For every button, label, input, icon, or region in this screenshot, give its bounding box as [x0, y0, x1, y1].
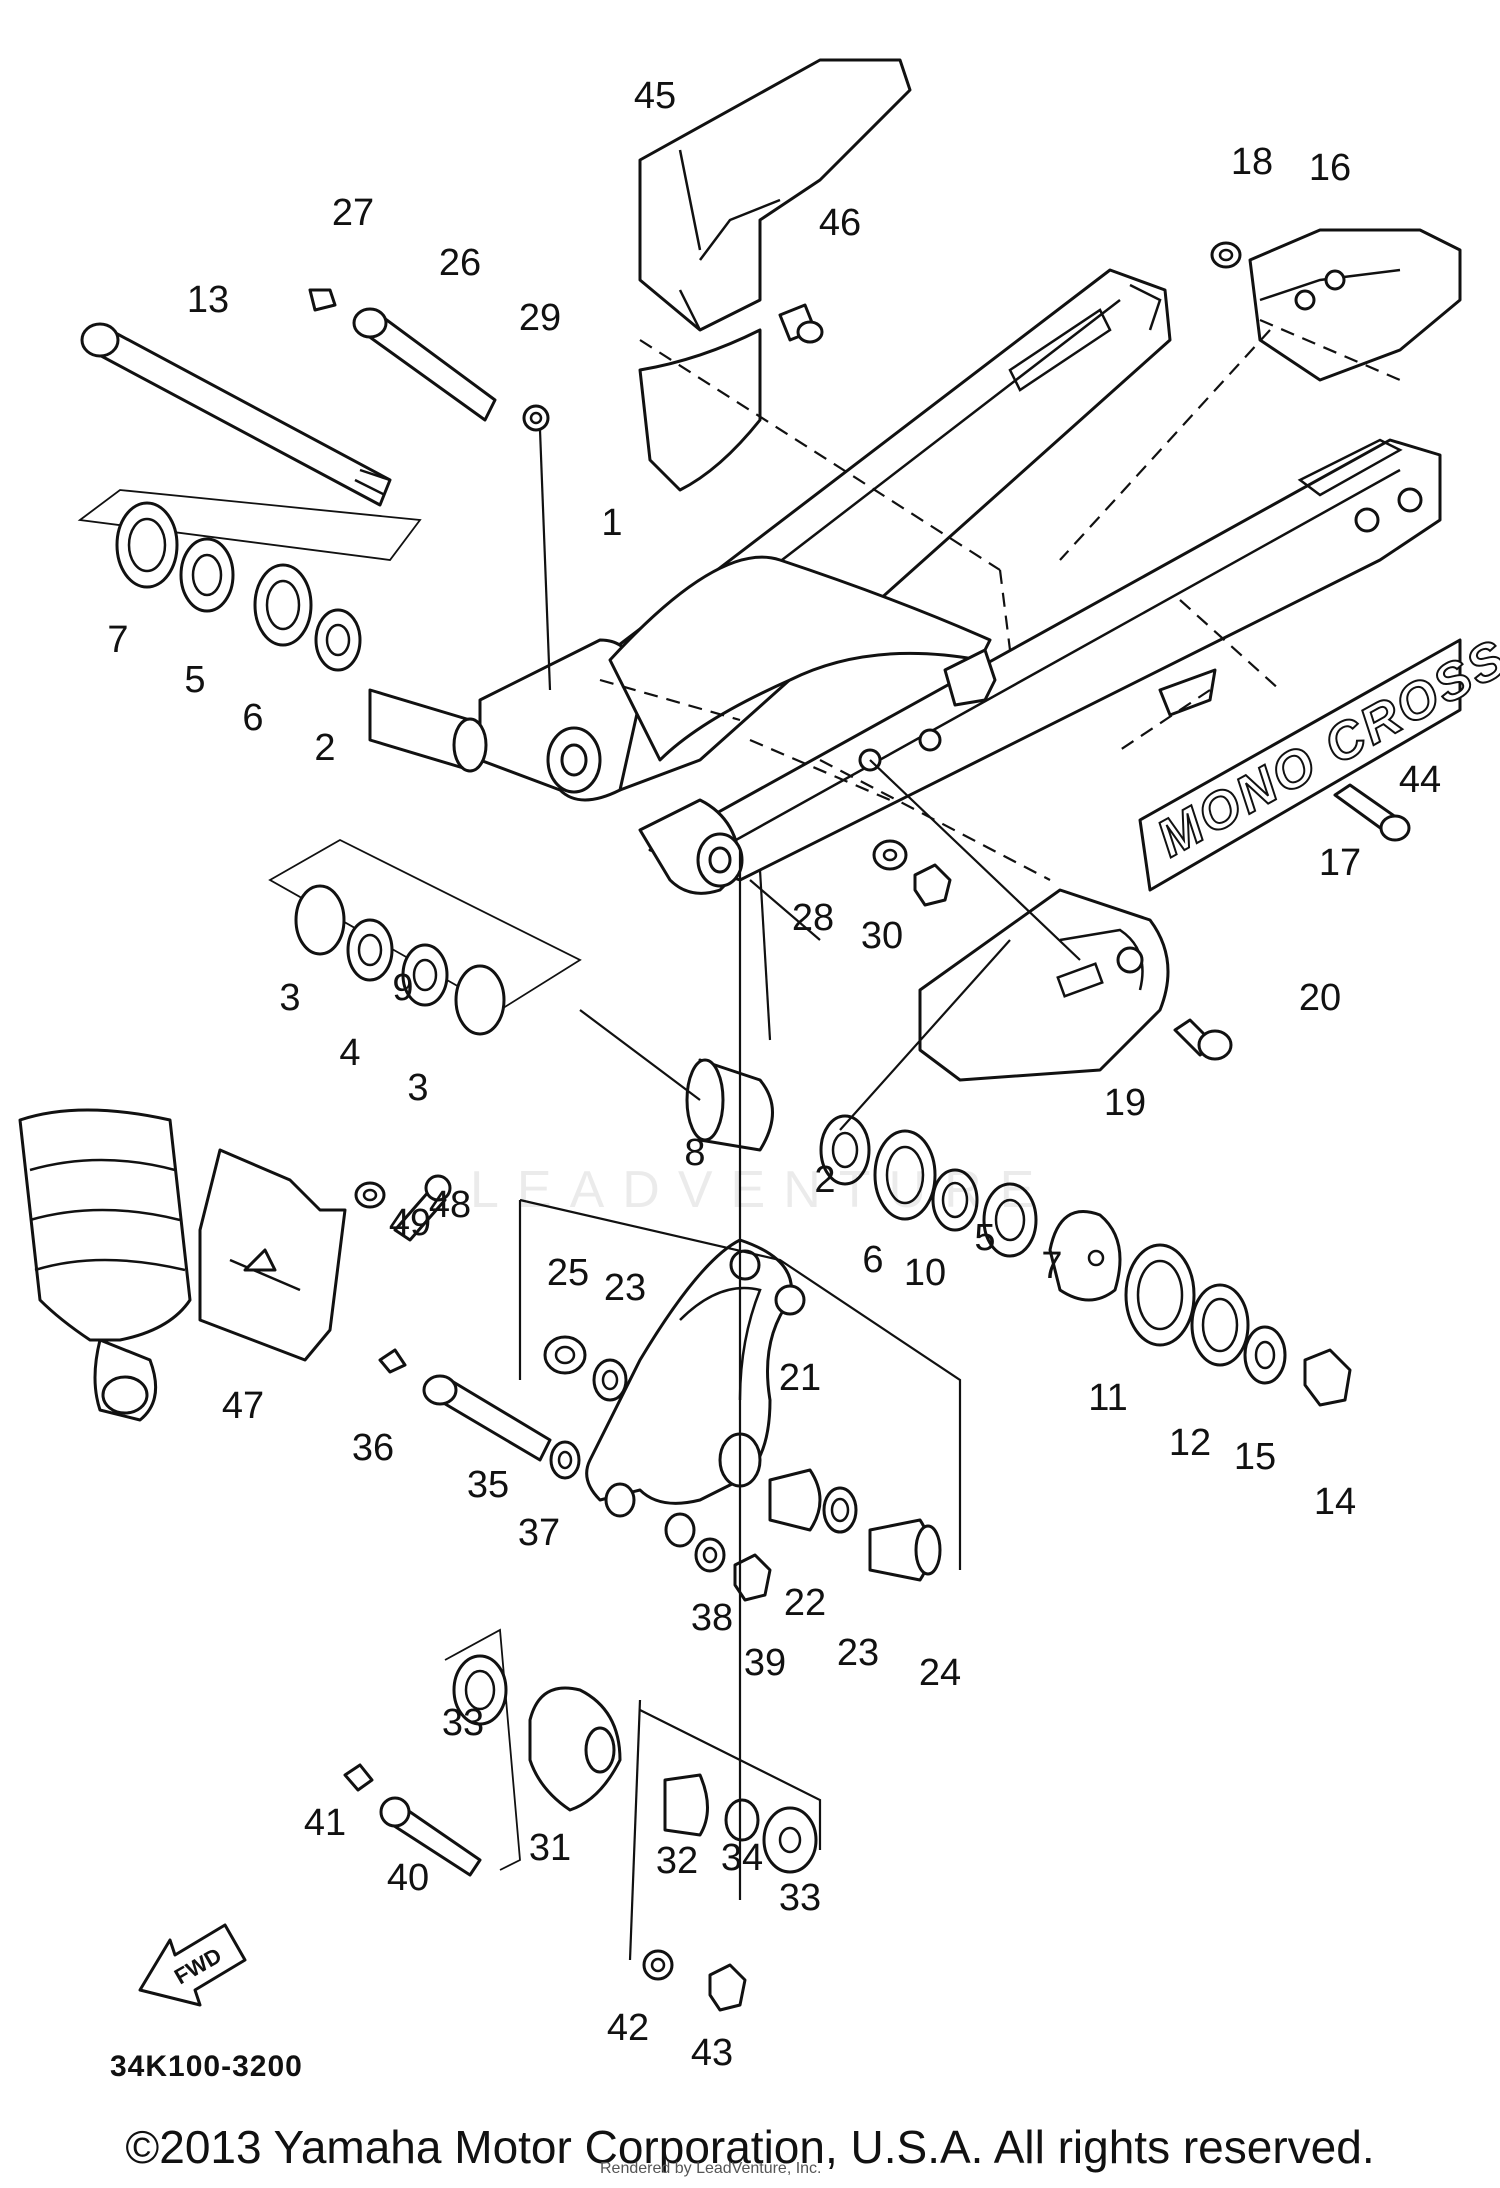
- part-label: 32: [656, 1840, 698, 1882]
- part-label: 24: [919, 1652, 961, 1694]
- swingarm: [478, 268, 1442, 895]
- part-label: 4: [339, 1032, 360, 1074]
- shock-guard: [198, 1148, 347, 1362]
- part-label: 11: [1088, 1377, 1127, 1419]
- part-label: 7: [1041, 1245, 1062, 1287]
- drawing-code: 34K100-3200: [110, 2050, 303, 2083]
- misc-fasteners: [778, 241, 1411, 1061]
- part-label: 7: [107, 619, 128, 661]
- part-label: 30: [861, 915, 903, 957]
- part-label: 13: [187, 279, 229, 321]
- part-label: 38: [691, 1597, 733, 1639]
- credit-text: Rendered by LeadVenture, Inc.: [600, 2160, 822, 2177]
- part-label: 5: [974, 1217, 995, 1259]
- connecting-rod: [343, 1628, 818, 2012]
- part-label: 27: [332, 192, 374, 234]
- part-label: 9: [392, 967, 413, 1009]
- bearing-stack-left: [115, 501, 488, 773]
- part-label: 43: [691, 2032, 733, 2074]
- part-label: 6: [862, 1239, 883, 1281]
- part-label: 36: [352, 1427, 394, 1469]
- part-label: 44: [1399, 759, 1441, 801]
- part-label: 18: [1231, 141, 1273, 183]
- part-label: 6: [242, 697, 263, 739]
- chain-guide: [1248, 228, 1462, 382]
- decal-text: MONO CROSS: [1148, 628, 1500, 868]
- part-label: 37: [518, 1512, 560, 1554]
- part-labels: 1223345566778910111213141516171819202122…: [107, 75, 1441, 2074]
- alignment-lines: [599, 318, 1401, 881]
- part-label: 31: [529, 1827, 571, 1869]
- bearing-stack-right: [685, 1058, 1352, 1407]
- chain-guide-block: [918, 888, 1170, 1082]
- part-label: 33: [442, 1702, 484, 1744]
- part-label: 23: [837, 1632, 879, 1674]
- part-label: 12: [1169, 1422, 1211, 1464]
- part-label: 15: [1234, 1436, 1276, 1478]
- part-label: 2: [314, 727, 335, 769]
- relay-hardware: [354, 1174, 942, 1602]
- part-label: 14: [1314, 1481, 1356, 1523]
- pivot-shaft: [77, 322, 422, 561]
- part-label: 28: [792, 897, 834, 939]
- part-label: 41: [304, 1802, 346, 1844]
- part-label: 26: [439, 242, 481, 284]
- part-label: 8: [684, 1132, 705, 1174]
- part-label: 35: [467, 1464, 509, 1506]
- part-label: 40: [387, 1857, 429, 1899]
- part-label: 3: [279, 977, 300, 1019]
- part-label: 20: [1299, 977, 1341, 1019]
- part-label: 47: [222, 1385, 264, 1427]
- part-label: 45: [634, 75, 676, 117]
- bearing-group-3-4: [268, 838, 582, 1036]
- part-label: 22: [784, 1582, 826, 1624]
- part-label: 23: [604, 1267, 646, 1309]
- part-label: 17: [1319, 842, 1361, 884]
- shock-absorber: [18, 1108, 192, 1422]
- part-label: 3: [407, 1067, 428, 1109]
- part-label: 2: [814, 1159, 835, 1201]
- part-label: 33: [779, 1877, 821, 1919]
- part-label: 1: [601, 502, 622, 544]
- part-label: 5: [184, 659, 205, 701]
- bolt-26-assembly: [308, 288, 550, 432]
- part-label: 19: [1104, 1082, 1146, 1124]
- watermark: LEADVENTURE: [470, 1161, 1053, 1219]
- part-label: 10: [904, 1252, 946, 1294]
- part-label: 42: [607, 2007, 649, 2049]
- part-label: 39: [744, 1642, 786, 1684]
- forward-arrow: FWD: [138, 1923, 247, 2007]
- copyright-notice: ©2013 Yamaha Motor Corporation, U.S.A. A…: [125, 2121, 1375, 2173]
- part-label: 48: [429, 1184, 471, 1226]
- chain-pad: [638, 58, 912, 492]
- leader-lines: [518, 429, 1081, 1961]
- part-label: 46: [819, 202, 861, 244]
- part-label: 16: [1309, 147, 1351, 189]
- part-label: 25: [547, 1252, 589, 1294]
- part-label: 34: [721, 1837, 763, 1879]
- part-label: 49: [389, 1202, 431, 1244]
- part-label: 21: [779, 1357, 821, 1399]
- part-label: 29: [519, 297, 561, 339]
